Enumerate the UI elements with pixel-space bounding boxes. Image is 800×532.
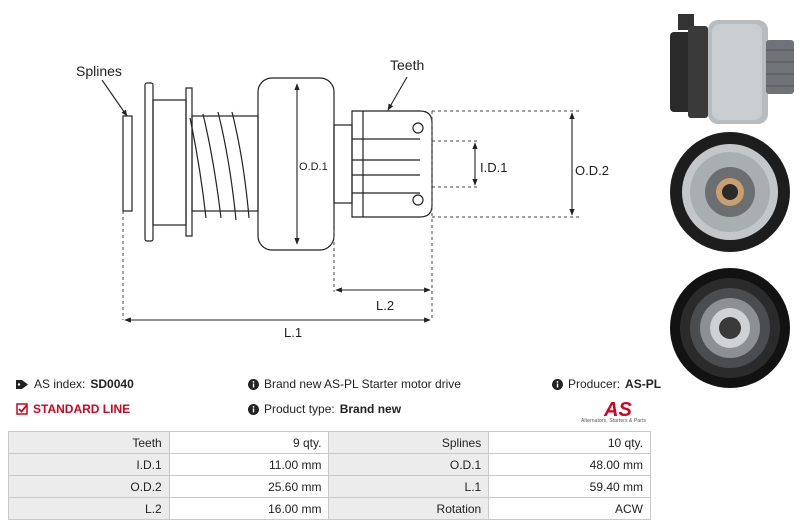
product-type-value: Brand new — [339, 402, 402, 416]
logo-subtitle: Alternators, Starters & Parts — [581, 418, 647, 424]
spec-label: L.2 — [8, 497, 170, 520]
standard-line-label: STANDARD LINE — [33, 402, 131, 416]
spec-value: 10 qty. — [488, 431, 651, 454]
flange-left — [122, 115, 133, 212]
spec-value: 59.40 mm — [488, 475, 651, 498]
spring-coil-2 — [202, 113, 222, 219]
l2-label: L.2 — [376, 298, 394, 313]
l1-label: L.1 — [284, 325, 302, 340]
spec-value: 16.00 mm — [168, 497, 330, 520]
spring-coil-1 — [189, 117, 207, 219]
spring-coil-4 — [231, 111, 250, 219]
spec-label: Splines — [328, 431, 490, 454]
as-index-row: AS index: SD0040 — [16, 377, 134, 391]
spec-label: O.D.2 — [8, 475, 170, 498]
as-index-label: AS index: — [34, 377, 86, 391]
description-row: Brand new AS-PL Starter motor drive — [248, 377, 461, 391]
as-index-value: SD0040 — [90, 377, 134, 391]
spec-value: 48.00 mm — [488, 453, 651, 476]
teeth-label: Teeth — [390, 57, 424, 73]
shaft — [333, 124, 353, 204]
spec-label: Teeth — [8, 431, 170, 454]
spec-value: ACW — [488, 497, 651, 520]
spec-label: L.1 — [328, 475, 490, 498]
description-text: Brand new AS-PL Starter motor drive — [264, 377, 461, 391]
product-photo-back — [670, 268, 790, 388]
splines-leader — [101, 79, 128, 117]
product-photo-side — [670, 14, 794, 124]
hub-collar — [185, 87, 193, 237]
od2-label: O.D.2 — [575, 163, 609, 178]
producer-value: AS-PL — [625, 377, 662, 391]
info-icon — [248, 403, 259, 415]
info-icon — [248, 378, 259, 390]
teeth-leader — [387, 76, 408, 111]
tag-icon — [16, 379, 28, 389]
info-icon — [552, 378, 563, 390]
as-pl-logo: AS — [603, 399, 632, 421]
standard-line-row: STANDARD LINE — [16, 402, 130, 416]
pinion — [351, 110, 433, 218]
od1-label: O.D.1 — [299, 161, 328, 173]
flange-plate — [144, 82, 154, 242]
product-photo-front — [670, 132, 790, 252]
spec-value: 9 qty. — [168, 431, 330, 454]
spec-value: 25.60 mm — [168, 475, 330, 498]
spring-coil-3 — [217, 111, 237, 221]
spec-value: 11.00 mm — [168, 453, 330, 476]
technical-drawing: Splines Teeth O.D.1 I.D.1 O.D.2 L.2 L.1 — [76, 57, 609, 340]
producer-row: Producer: AS-PL — [552, 377, 661, 391]
splines-label: Splines — [76, 63, 122, 79]
product-type-label: Product type: — [264, 402, 335, 416]
product-type-row: Product type: Brand new — [248, 402, 401, 416]
producer-label: Producer: — [568, 377, 621, 391]
spec-label: O.D.1 — [328, 453, 490, 476]
spec-label: Rotation — [328, 497, 490, 520]
id1-label: I.D.1 — [480, 160, 507, 175]
spec-label: I.D.1 — [8, 453, 170, 476]
svg-text:AS: AS — [603, 399, 632, 421]
spring-housing — [191, 115, 259, 212]
hub-body — [152, 99, 187, 226]
checkbox-icon — [16, 403, 28, 415]
